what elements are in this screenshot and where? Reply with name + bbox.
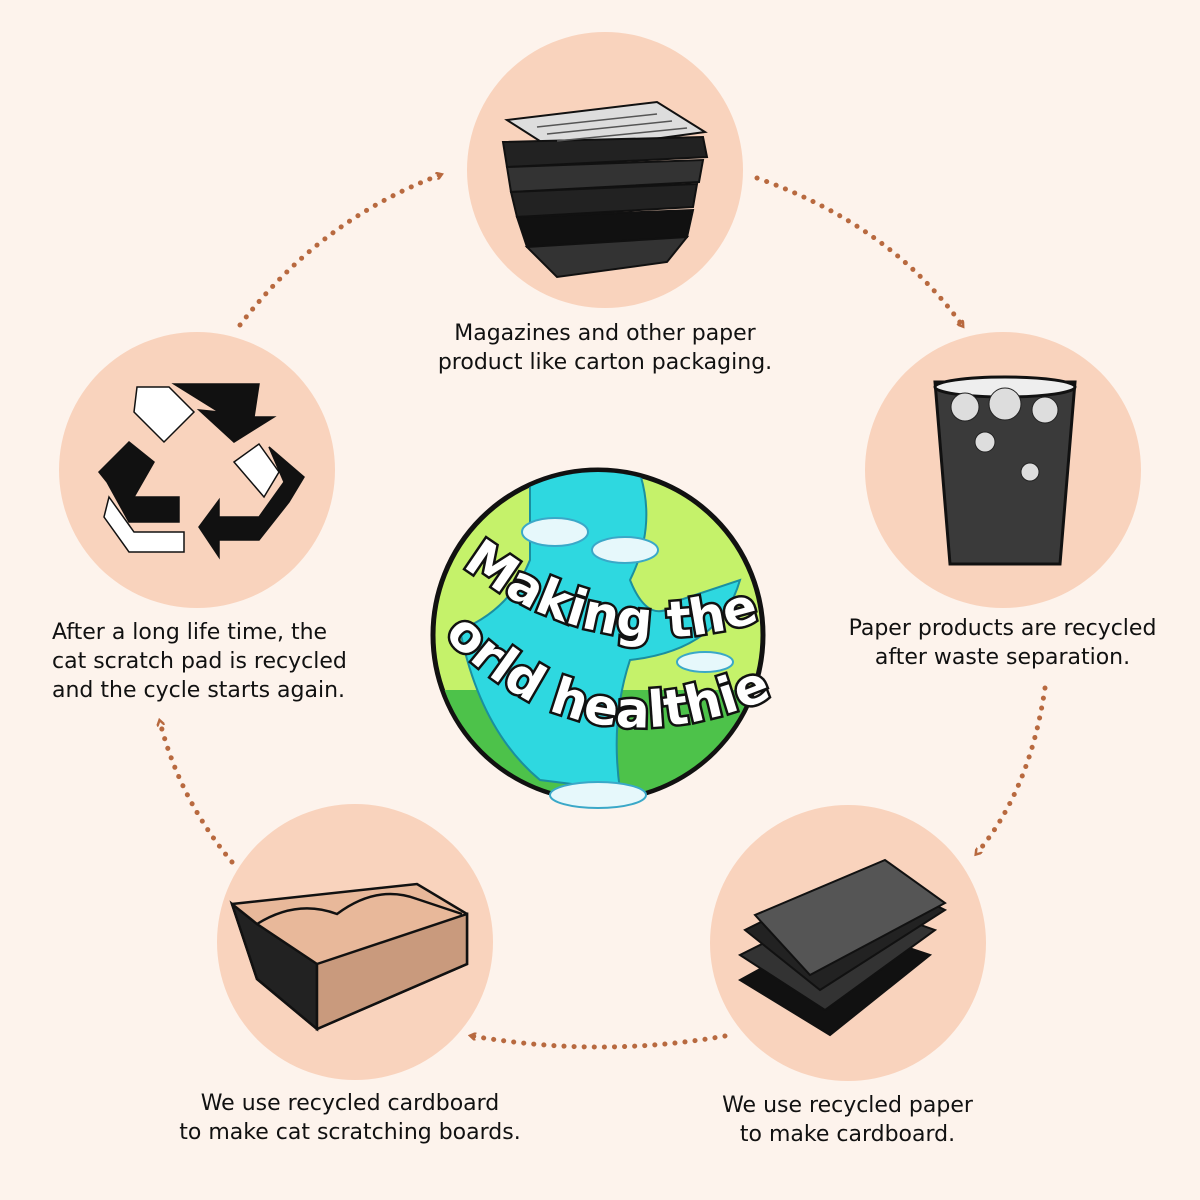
arrow-recycle-to-magazines [237,175,440,328]
caption-cat-scratcher: We use recycled cardboard to make cat sc… [150,1089,550,1147]
caption-line: cat scratch pad is recycled [52,649,347,674]
caption-line: After a long life time, the [52,620,328,645]
caption-line: product like carton packaging. [437,350,773,375]
caption-line: Magazines and other paper [454,321,756,346]
step-circle-paper [710,805,986,1081]
step-circle-cat-scratcher [217,804,493,1080]
caption-line: to make cardboard. [739,1122,956,1147]
caption-waste-bin: Paper products are recycled after waste … [800,614,1200,672]
caption-line: to make cat scratching boards. [179,1120,521,1145]
caption-line: We use recycled cardboard [200,1091,500,1116]
step-circle-magazines [467,32,743,308]
caption-line: and the cycle starts again. [52,678,346,703]
step-circle-waste-bin [865,332,1141,608]
recycle-icon [97,383,305,560]
arrow-bin-to-paper [977,685,1048,853]
waste-bin-icon [933,375,1077,566]
step-circle-recycle [59,332,335,608]
caption-magazines: Magazines and other paper product like c… [380,319,830,377]
globe-illustration: Making the world healthier [420,460,779,809]
caption-line: after waste separation. [874,645,1131,670]
arrow-magazines-to-bin [754,175,965,325]
newspaper-stack-icon [501,100,709,279]
caption-recycle: After a long life time, the cat scratch … [52,618,392,705]
caption-line: We use recycled paper [722,1093,973,1118]
caption-line: Paper products are recycled [848,616,1157,641]
caption-paper: We use recycled paper to make cardboard. [670,1091,1025,1149]
cat-scratcher-icon [229,882,469,1032]
arrow-paper-to-scratcher [472,1036,728,1050]
paper-stack-icon [737,858,948,1037]
arrow-scratcher-to-recycle [160,722,235,865]
